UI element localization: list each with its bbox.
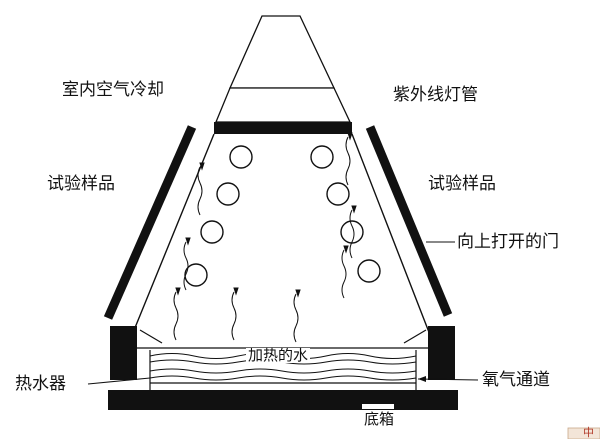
specimen-circle <box>326 182 350 206</box>
water-wave-3 <box>149 375 417 381</box>
label-sample-left: 试验样品 <box>47 174 115 194</box>
vapor-line <box>341 249 347 299</box>
specimen-circle <box>229 145 253 169</box>
watermark-logo <box>567 427 600 439</box>
left-sample-panel <box>103 125 197 320</box>
label-sample-right: 试验样品 <box>428 174 496 194</box>
vapor-arrow <box>185 237 191 246</box>
specimen-circle <box>357 259 381 283</box>
vapor-line <box>349 209 355 259</box>
label-indoor-air-cooling: 室内空气冷却 <box>62 80 164 100</box>
specimen-circle <box>310 145 334 169</box>
vapor-arrow <box>343 245 349 254</box>
chimney-top <box>228 15 336 89</box>
vapor-line <box>173 291 179 341</box>
vapor-arrow <box>347 132 353 141</box>
label-bottom-box: 底箱 <box>364 410 395 428</box>
specimen-circle <box>340 220 364 244</box>
specimen-circles <box>184 145 381 287</box>
uv-lamp-bar <box>214 122 352 134</box>
vapor-arrow <box>233 287 239 296</box>
water-wave-2 <box>149 368 417 374</box>
vapor-arrow <box>175 287 181 296</box>
heater-leader-line <box>87 377 151 385</box>
vapor-lines <box>173 132 357 343</box>
vapor-line <box>293 293 299 343</box>
vapor-line <box>183 241 189 291</box>
label-door-up: 向上打开的门 <box>457 232 559 252</box>
upper-housing <box>215 87 352 123</box>
bottom-box <box>108 390 458 410</box>
label-uv-lamp: 紫外线灯管 <box>393 85 478 105</box>
vapor-line <box>197 166 203 216</box>
vapor-arrow <box>199 162 205 171</box>
vapor-line <box>345 136 351 186</box>
specimen-circle <box>200 220 224 244</box>
watermark-text: 中 <box>583 426 594 439</box>
oxygen-arrow <box>418 376 426 382</box>
label-heated-water: 加热的水 <box>246 346 311 364</box>
vapor-line <box>231 291 237 341</box>
oxygen-leader-line <box>417 378 479 381</box>
right-sample-panel <box>365 125 453 317</box>
right-support-block <box>428 326 455 380</box>
left-support-block <box>110 326 137 380</box>
left-deflector <box>139 329 163 344</box>
specimen-circle <box>216 182 240 206</box>
label-oxygen-channel: 氧气通道 <box>482 370 550 390</box>
right-wall <box>351 133 433 341</box>
vapor-arrow <box>295 289 301 298</box>
label-water-heater: 热水器 <box>15 374 66 394</box>
vapor-arrow <box>351 205 357 214</box>
left-wall <box>129 133 215 341</box>
bottom-box-notch <box>362 404 394 409</box>
right-deflector <box>403 329 427 344</box>
